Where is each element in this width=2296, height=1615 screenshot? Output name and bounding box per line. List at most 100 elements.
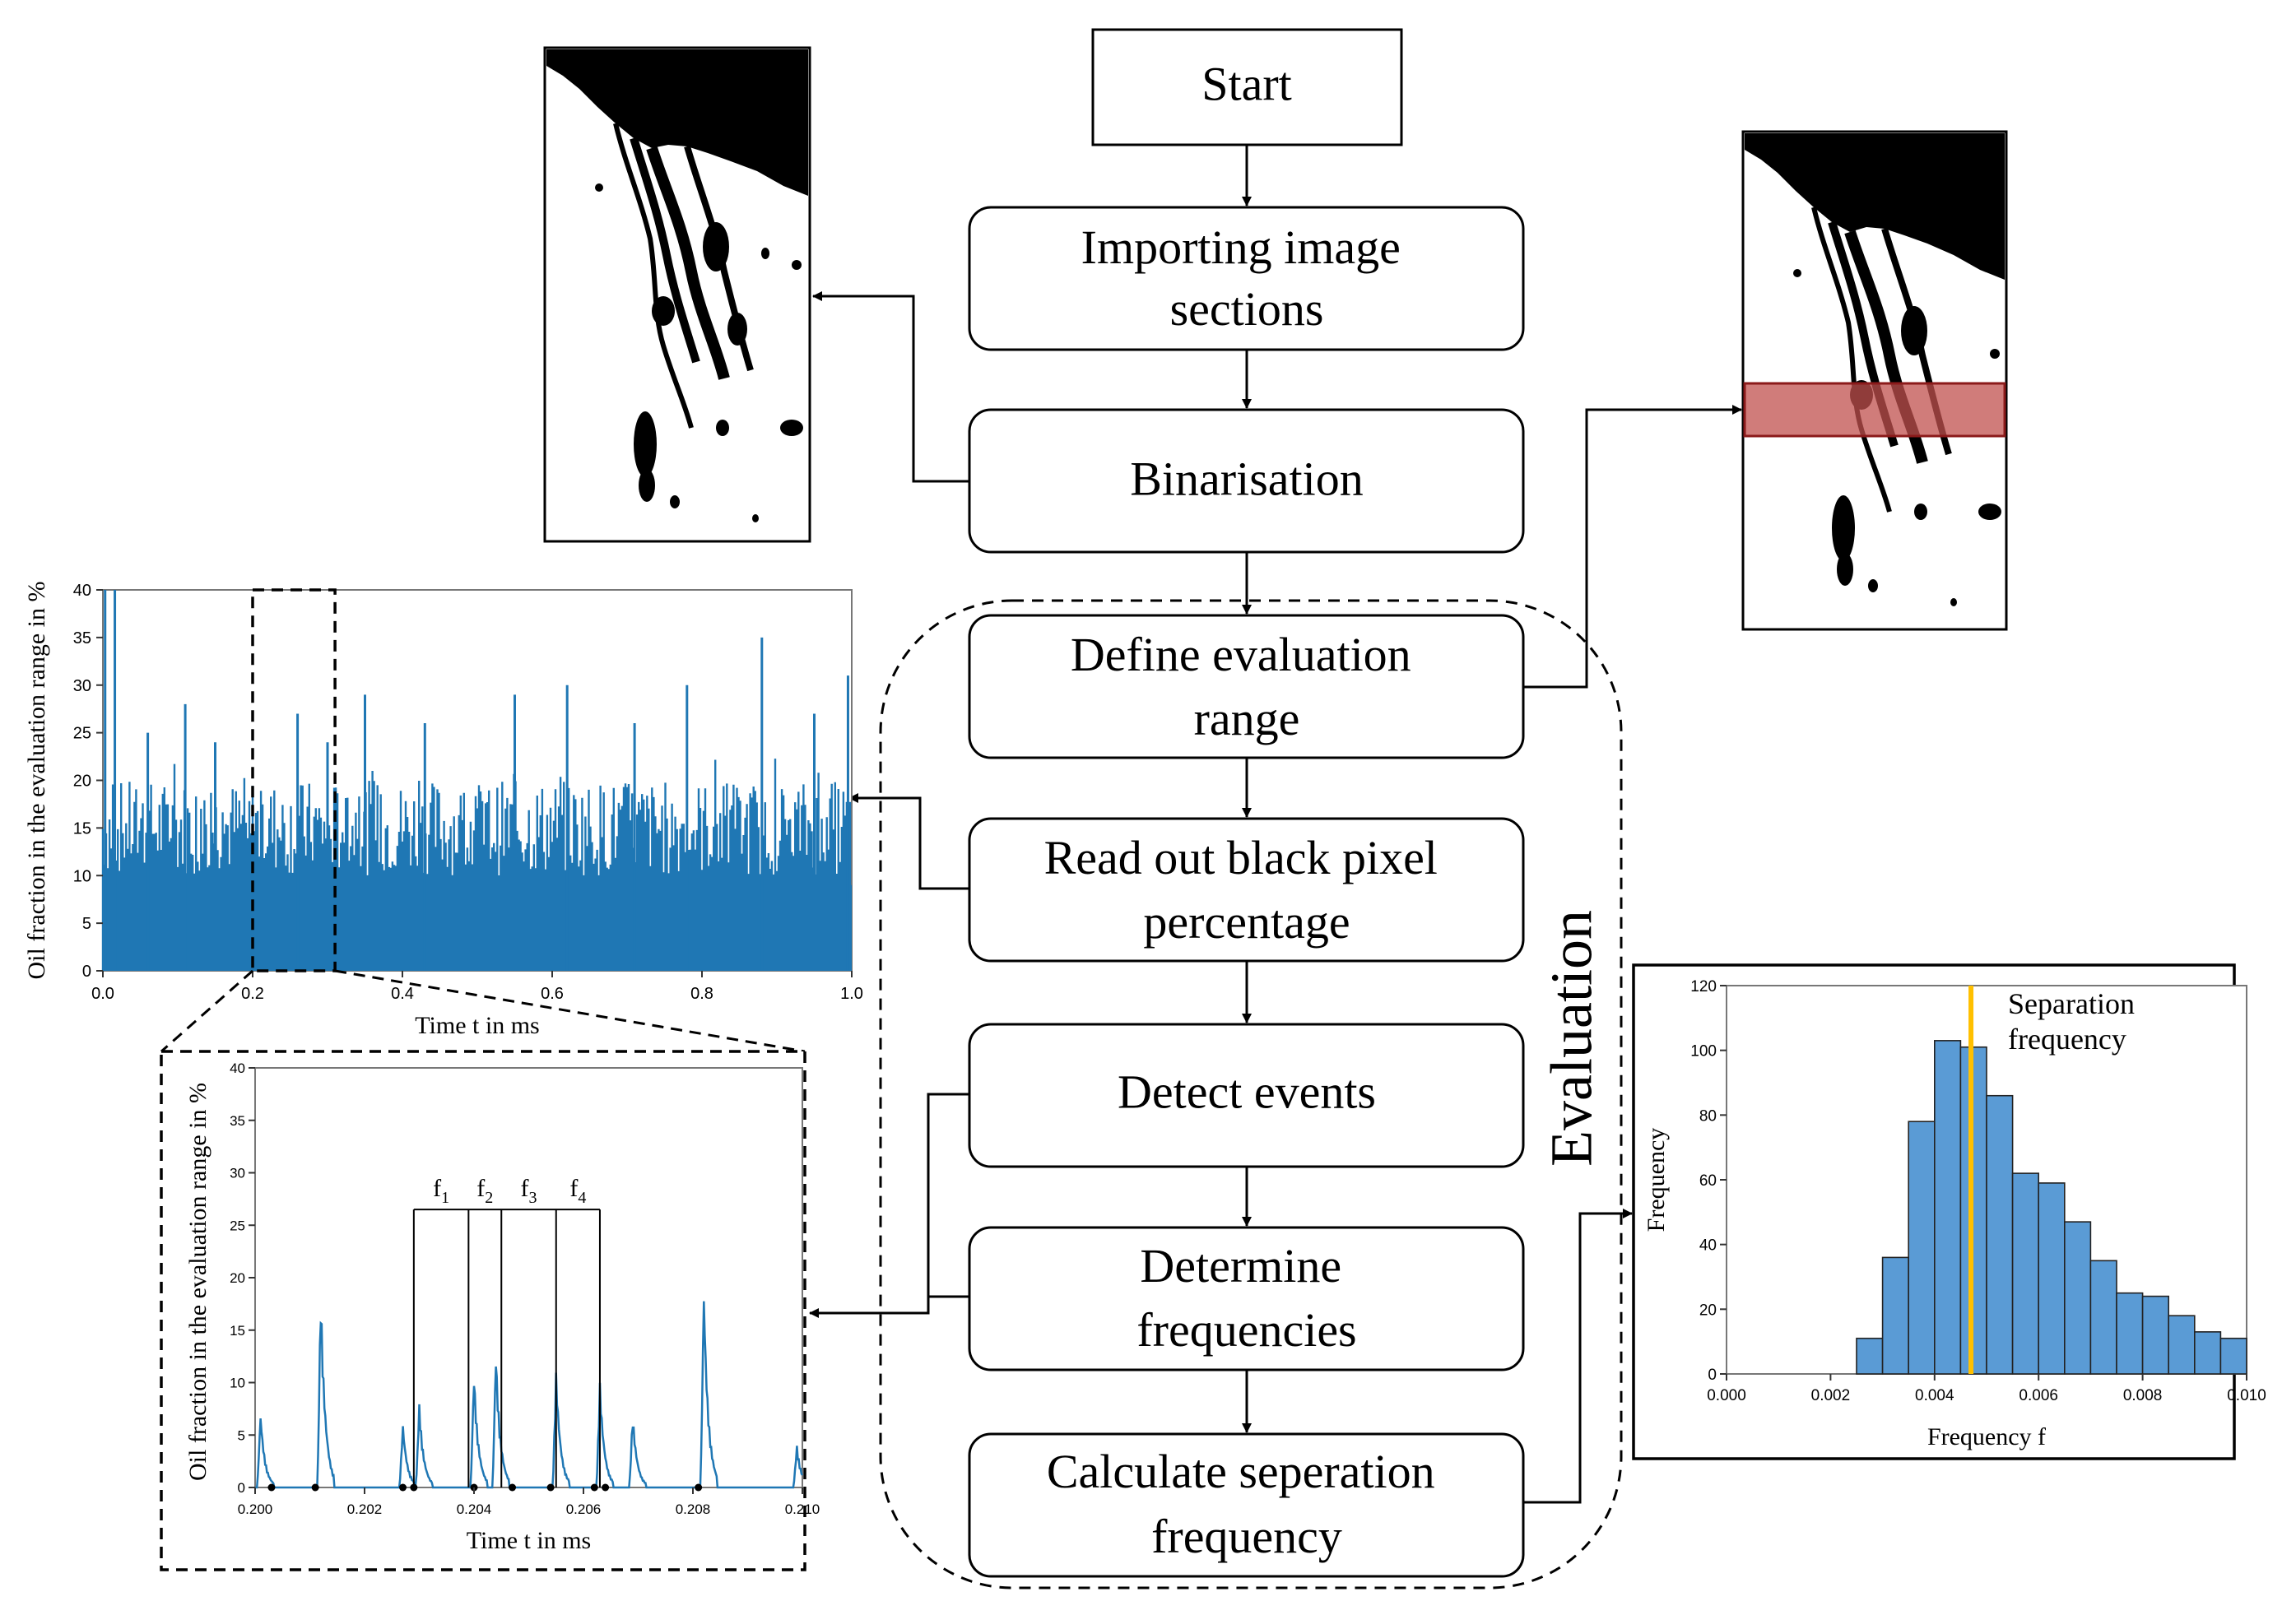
x-tick-label: 0.000 — [1707, 1387, 1746, 1404]
histogram-bar — [2194, 1331, 2222, 1375]
x-tick-label: 0.0 — [91, 985, 114, 1003]
y-tick-label: 0 — [238, 1480, 245, 1496]
x-axis-label: Time t in ms — [415, 1012, 539, 1039]
interval-subscript: 2 — [485, 1189, 493, 1207]
y-tick-label: 25 — [73, 725, 91, 743]
x-tick-label: 0.204 — [457, 1501, 492, 1517]
y-tick-label: 40 — [73, 582, 91, 600]
event-marker — [509, 1483, 517, 1492]
histogram-bar — [1881, 1256, 1910, 1375]
evaluation-range-band — [1743, 382, 2006, 438]
interval-subscript: 4 — [578, 1189, 586, 1207]
step-read-out-label: Read out black pixel percentage — [1044, 831, 1450, 949]
side-arrows — [809, 291, 1742, 1504]
step-importing-image-sections-label: Importing image sections — [1081, 220, 1413, 336]
zoom-connector-left — [160, 969, 253, 1053]
x-tick-label: 0.002 — [1811, 1387, 1851, 1404]
histogram-bar — [1986, 1094, 2014, 1375]
x-tick-label: 0.4 — [391, 985, 414, 1003]
annotation-line: Separation — [2008, 987, 2135, 1020]
histogram-bar — [2038, 1182, 2066, 1375]
highlight-range — [251, 588, 337, 972]
y-tick-label: 120 — [1690, 978, 1717, 995]
x-tick-label: 0.202 — [347, 1501, 383, 1517]
series-line — [255, 1301, 804, 1489]
x-tick-label: 0.008 — [2123, 1387, 2163, 1404]
y-tick-label: 10 — [73, 867, 91, 885]
event-marker — [695, 1483, 703, 1492]
histogram-bar — [1934, 1040, 1962, 1375]
step-detect-events: Detect events — [968, 1023, 1525, 1168]
step-importing-image-sections: Importing image sections — [968, 206, 1525, 351]
y-tick-label: 35 — [73, 629, 91, 647]
y-tick-label: 0 — [82, 963, 91, 981]
histogram-bar — [2089, 1260, 2117, 1375]
y-tick-label: 15 — [230, 1323, 245, 1339]
y-tick-label: 100 — [1690, 1043, 1717, 1060]
y-tick-label: 20 — [73, 773, 91, 791]
annotation-line: frequency — [2008, 1023, 2126, 1056]
x-axis-label: Frequency f — [1927, 1423, 2046, 1450]
interval-subscript: 1 — [441, 1189, 449, 1207]
y-tick-label: 25 — [230, 1218, 245, 1233]
event-marker — [546, 1483, 555, 1492]
step-start-label: Start — [1201, 57, 1292, 110]
y-tick-label: 40 — [230, 1060, 245, 1076]
histogram-bar — [2219, 1337, 2247, 1375]
step-read-out-black-pixel-percentage: Read out black pixel percentage — [968, 817, 1525, 963]
y-tick-label: 10 — [230, 1376, 245, 1391]
binarised-image-right — [1741, 130, 2008, 631]
step-define-evaluation-range-label: Define evaluation range — [1071, 628, 1423, 745]
event-marker — [602, 1483, 610, 1492]
x-tick-label: 0.210 — [785, 1501, 820, 1517]
event-marker — [311, 1483, 319, 1492]
y-tick-label: 80 — [1699, 1107, 1717, 1125]
plot-area — [254, 1067, 803, 1488]
histogram-bar — [1856, 1337, 1884, 1375]
binarised-image-left — [543, 46, 811, 543]
evaluation-group-label: Evaluation — [1539, 910, 1605, 1167]
histogram-bar — [2141, 1295, 2170, 1375]
y-axis-label: Frequency — [1643, 1128, 1670, 1232]
event-marker — [590, 1483, 598, 1492]
x-tick-label: 0.006 — [2019, 1387, 2058, 1404]
x-tick-label: 0.8 — [690, 985, 713, 1003]
y-tick-label: 5 — [82, 915, 91, 933]
y-tick-label: 30 — [230, 1166, 245, 1181]
x-tick-label: 1.0 — [840, 985, 863, 1003]
step-define-evaluation-range: Define evaluation range — [968, 614, 1525, 759]
step-calculate-separation-frequency: Calculate seperation frequency — [968, 1432, 1525, 1578]
interval-subscript: 3 — [529, 1189, 537, 1207]
x-tick-label: 0.010 — [2227, 1387, 2266, 1404]
y-tick-label: 40 — [1699, 1237, 1717, 1255]
x-tick-label: 0.200 — [238, 1501, 273, 1517]
histogram-bar — [1959, 1046, 1987, 1375]
step-binarisation-label: Binarisation — [1130, 452, 1364, 505]
step-binarisation: Binarisation — [968, 408, 1525, 554]
event-marker — [399, 1483, 407, 1492]
y-tick-label: 5 — [238, 1427, 245, 1443]
y-tick-label: 20 — [230, 1270, 245, 1286]
step-determine-frequencies: Determine frequencies — [968, 1226, 1525, 1371]
y-tick-label: 0 — [1708, 1367, 1717, 1384]
x-tick-label: 0.2 — [241, 985, 264, 1003]
x-tick-label: 0.206 — [566, 1501, 602, 1517]
x-tick-label: 0.208 — [676, 1501, 711, 1517]
x-tick-label: 0.004 — [1915, 1387, 1954, 1404]
y-tick-label: 35 — [230, 1113, 245, 1129]
zoom-connector-right — [334, 969, 806, 1053]
event-marker — [267, 1483, 276, 1492]
histogram-bar — [2168, 1315, 2196, 1375]
step-determine-frequencies-label: Determine frequencies — [1136, 1239, 1356, 1357]
step-detect-events-label: Detect events — [1118, 1065, 1376, 1118]
histogram-bar — [1908, 1121, 1936, 1375]
histogram-bar — [2064, 1221, 2092, 1375]
evaluation-group-border — [879, 599, 1623, 1589]
step-start: Start — [1091, 28, 1403, 146]
y-tick-label: 20 — [1699, 1302, 1717, 1319]
